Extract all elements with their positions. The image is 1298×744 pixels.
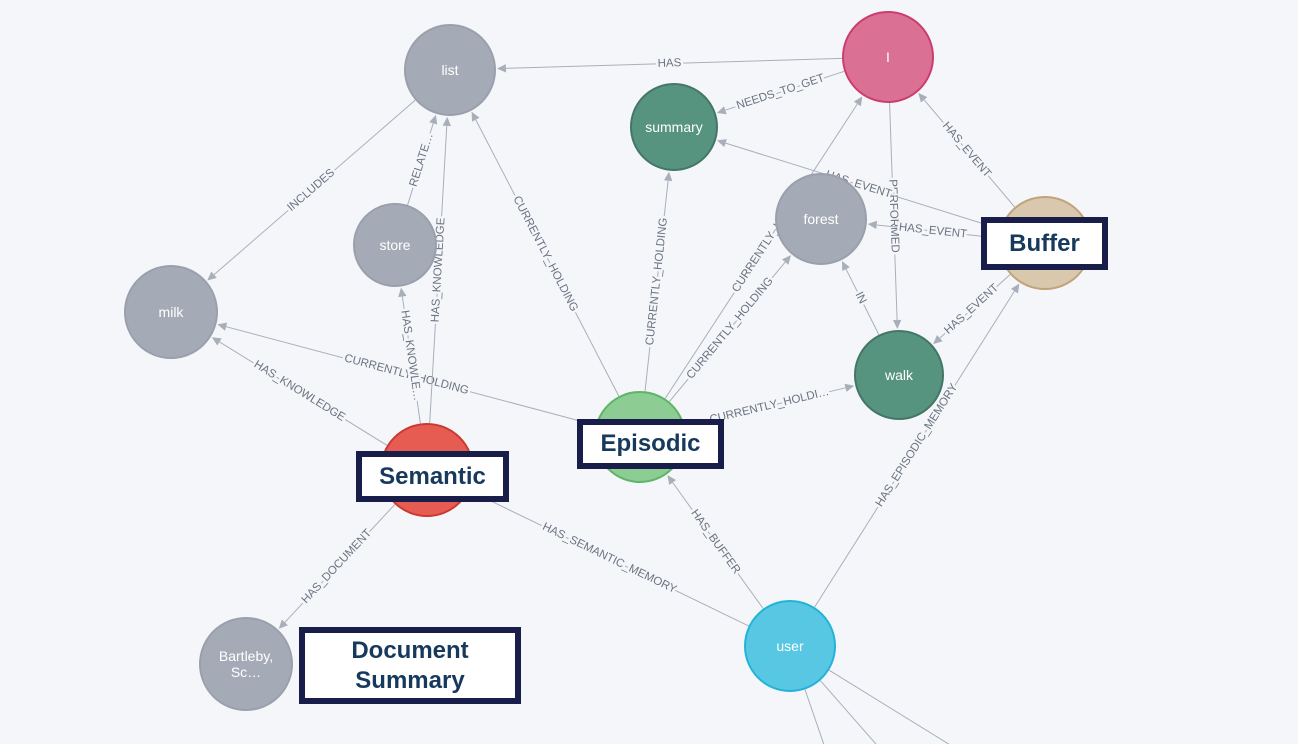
graph-edge-user-offscreen23[interactable] xyxy=(804,689,843,744)
annotation-semantic: Semantic xyxy=(356,451,509,502)
arrowhead-icon xyxy=(663,171,673,182)
arrowhead-icon xyxy=(781,255,791,265)
graph-node-list[interactable]: list xyxy=(404,24,496,116)
arrowhead-icon xyxy=(217,322,228,331)
edge-label: HAS_SEMANTIC_MEMORY xyxy=(540,521,678,596)
graph-edge-semantic-store[interactable]: HAS_KNOWLE… xyxy=(396,287,426,424)
arrowhead-icon xyxy=(716,139,727,148)
arrowhead-icon xyxy=(842,261,850,271)
edge-label: HAS_DOCUMENT xyxy=(300,527,375,606)
graph-edge-user-semantic[interactable]: HAS_SEMANTIC_MEMORY xyxy=(470,490,749,627)
node-label: store xyxy=(379,237,410,253)
graph-edge-episodic-forest[interactable]: CURRENTLY_HOLDING xyxy=(668,255,791,402)
arrowhead-icon xyxy=(844,383,855,392)
arrowhead-icon xyxy=(853,96,863,107)
edge-label: PERFORMED xyxy=(886,179,901,253)
arrowhead-icon xyxy=(471,111,480,122)
node-label: list xyxy=(441,62,458,78)
edge-label: CURRENTLY_HOLDING xyxy=(510,194,580,313)
graph-edge-user-episodic[interactable]: HAS_BUFFER xyxy=(667,475,764,609)
edge-label: INCLUDES xyxy=(285,167,337,214)
edge-label: HAS_EVENT xyxy=(898,221,967,240)
graph-node-store[interactable]: store xyxy=(353,203,437,287)
graph-node-user[interactable]: user xyxy=(744,600,836,692)
arrowhead-icon xyxy=(442,116,451,127)
node-label: summary xyxy=(645,119,703,135)
arrowhead-icon xyxy=(867,220,878,230)
annotation-document-summary: Document Summary xyxy=(299,627,521,704)
arrowhead-icon xyxy=(918,92,928,103)
node-label: I xyxy=(886,49,890,65)
graph-node-milk[interactable]: milk xyxy=(124,265,218,359)
graph-edge-user-offscreen25[interactable] xyxy=(828,669,1013,744)
graph-edge-store-list[interactable]: RELATE… xyxy=(405,114,438,206)
graph-edge-buffer-forest[interactable]: HAS_EVENT xyxy=(867,219,999,243)
arrowhead-icon xyxy=(278,619,288,629)
arrowhead-icon xyxy=(933,334,943,345)
graph-edge-buffer-i[interactable]: HAS_EVENT xyxy=(918,92,1016,208)
arrowhead-icon xyxy=(716,106,727,115)
graph-edge-walk-forest[interactable]: IN xyxy=(842,261,880,335)
edge-label: NEEDS_TO_GET xyxy=(735,72,826,112)
node-label: user xyxy=(776,638,804,654)
arrowhead-icon xyxy=(211,337,222,346)
arrowhead-icon xyxy=(398,287,407,298)
arrowhead-icon xyxy=(207,271,217,281)
arrowhead-icon xyxy=(892,319,902,330)
graph-edge-i-summary[interactable]: NEEDS_TO_GET xyxy=(716,70,845,115)
edge-label: IN xyxy=(853,290,869,306)
graph-edge-buffer-walk[interactable]: HAS_EVENT xyxy=(933,274,1011,345)
node-label: forest xyxy=(803,211,838,227)
graph-edge-i-list[interactable]: HAS xyxy=(496,55,843,73)
edge-label: HAS_EVENT xyxy=(942,282,1001,337)
graph-node-doc[interactable]: Bartleby,Sc… xyxy=(199,617,293,711)
graph-edge-semantic-milk[interactable]: HAS_KNOWLEDGE xyxy=(211,337,388,446)
edge-label: CURRENTLY_HOLDI… xyxy=(709,386,831,426)
edge-label: CURRENTLY_HOLDING xyxy=(685,275,776,381)
edge-label: HAS xyxy=(657,57,681,70)
edge-label: HAS_EVENT xyxy=(940,120,993,180)
edge-label: CURRENTLY_HOLDING xyxy=(644,217,670,346)
edge-label: HAS_KNOWLE… xyxy=(398,309,423,401)
node-label: Bartleby,Sc… xyxy=(219,648,273,680)
graph-node-i[interactable]: I xyxy=(842,11,934,103)
arrowhead-icon xyxy=(496,64,507,73)
graph-node-forest[interactable]: forest xyxy=(775,173,867,265)
graph-edge-user-buffer[interactable]: HAS_EPISODIC_MEMORY xyxy=(814,283,1020,608)
graph-node-walk[interactable]: walk xyxy=(854,330,944,420)
graph-edge-episodic-list[interactable]: CURRENTLY_HOLDING xyxy=(471,111,620,397)
annotation-episodic: Episodic xyxy=(577,419,724,469)
graph-edge-i-walk[interactable]: PERFORMED xyxy=(884,102,903,330)
graph-node-summary[interactable]: summary xyxy=(630,83,718,171)
arrowhead-icon xyxy=(1010,283,1020,294)
graph-edge-episodic-summary[interactable]: CURRENTLY_HOLDING xyxy=(642,171,673,392)
edge-label: HAS_BUFFER xyxy=(688,508,742,577)
graph-edge-user-offscreen24[interactable] xyxy=(819,680,923,744)
edge-label: RELATE… xyxy=(408,132,436,188)
edge-label: HAS_KNOWLEDGE xyxy=(252,359,348,424)
arrowhead-icon xyxy=(429,114,438,125)
graph-edge-semantic-doc[interactable]: HAS_DOCUMENT xyxy=(278,504,396,629)
node-label: walk xyxy=(884,367,914,383)
node-label: milk xyxy=(159,304,185,320)
arrowhead-icon xyxy=(667,475,677,485)
annotation-buffer: Buffer xyxy=(981,217,1108,270)
